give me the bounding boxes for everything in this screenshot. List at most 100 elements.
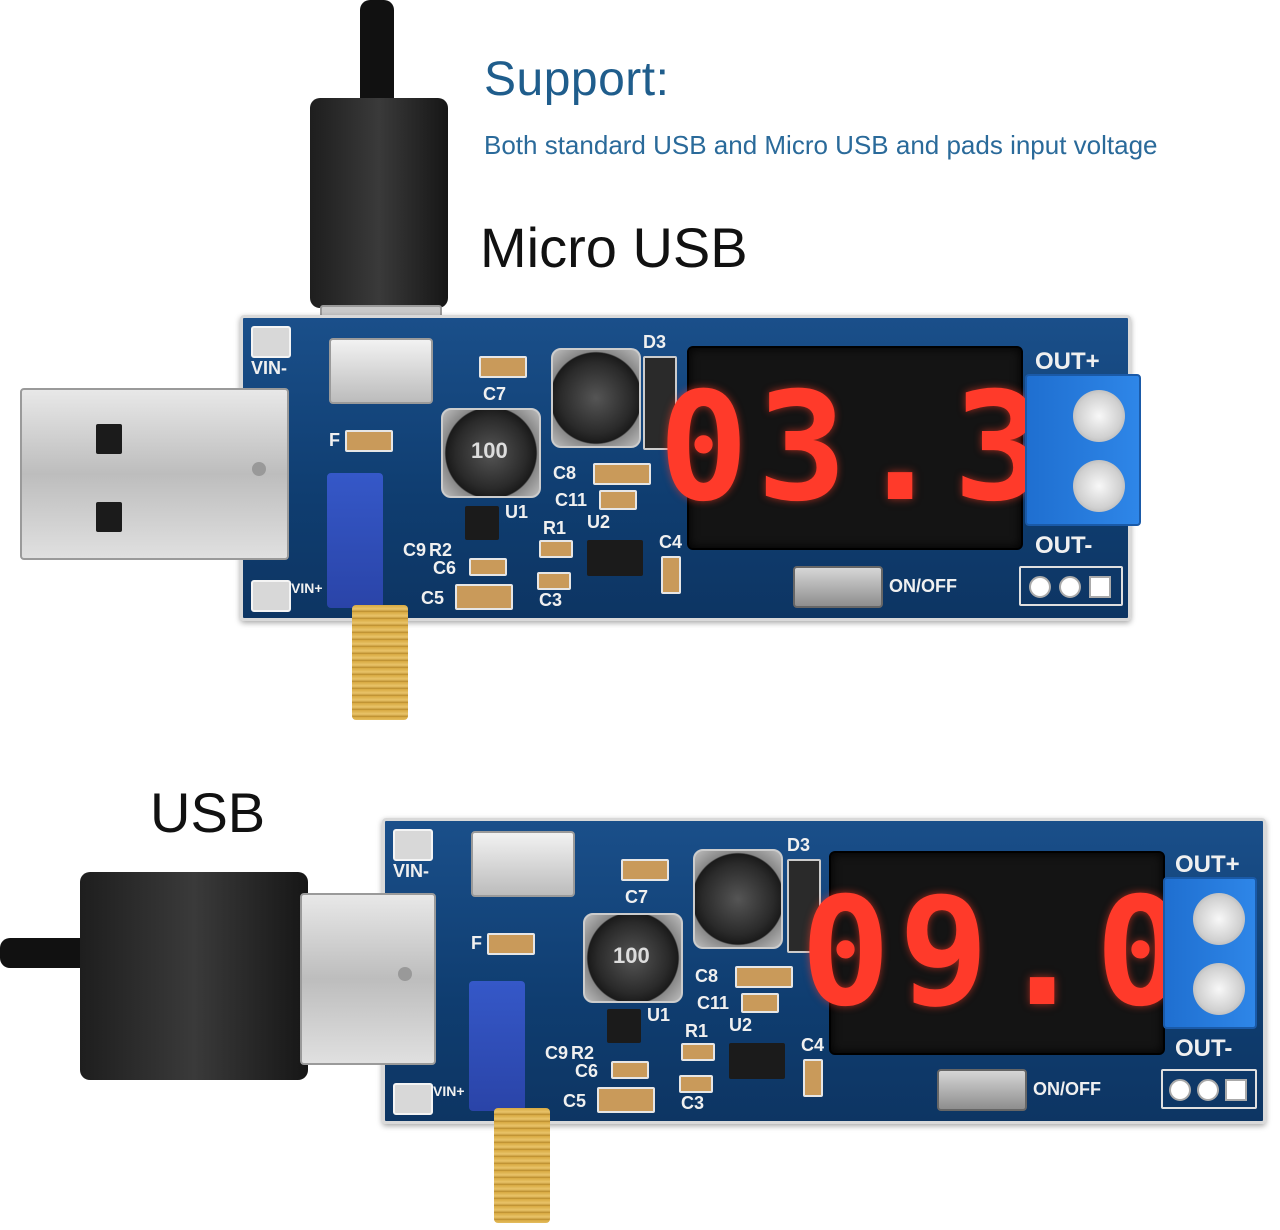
r1-label: R1: [685, 1021, 709, 1041]
capacitor-c11: [741, 993, 779, 1013]
micro-usb-label: Micro USB: [480, 216, 748, 279]
on-off-label: ON/OFF: [1033, 1079, 1101, 1099]
output-terminal-block: [1163, 877, 1257, 1029]
vin-plus-pad: [251, 580, 291, 612]
ic-u1: [607, 1009, 641, 1043]
u1-label: U1: [505, 502, 529, 522]
usb-a-plug-top[interactable]: [20, 388, 289, 560]
seven-segment-display: 03.3: [658, 346, 1044, 550]
usb-label: USB: [150, 781, 266, 844]
c7-label: C7: [483, 384, 507, 404]
u1-label: U1: [647, 1005, 671, 1025]
ic-u2: [729, 1043, 785, 1079]
capacitor-c6: [469, 558, 507, 576]
diode-d3: [643, 356, 677, 450]
pcb-board-bottom: VIN- VIN+ F 100 D3 C7 C8 C11 U1 U2 R1 C9…: [382, 818, 1266, 1124]
capacitor-c6: [611, 1061, 649, 1079]
trimpot-shaft-top: [352, 605, 408, 720]
pinhole-2: [1197, 1079, 1219, 1101]
vin-minus-label: VIN-: [393, 861, 429, 881]
inductor-1-mark: 100: [613, 943, 650, 968]
on-off-button[interactable]: [793, 566, 883, 608]
c7-label: C7: [625, 887, 649, 907]
micro-usb-plug: [310, 98, 448, 308]
micro-usb-port[interactable]: [329, 338, 433, 404]
inductor-1: [441, 408, 541, 498]
c3-label: C3: [539, 590, 563, 610]
c4-label: C4: [659, 532, 683, 552]
usb-plug-housing: [80, 872, 308, 1080]
output-pinholes: [1161, 1069, 1257, 1109]
vin-minus-label: VIN-: [251, 358, 287, 378]
c9-label: C9: [403, 540, 427, 560]
support-description: Both standard USB and Micro USB and pads…: [484, 130, 1158, 160]
display-value: 03.3: [658, 361, 1052, 535]
capacitor-c4: [661, 556, 681, 594]
vin-plus-label: VIN+: [291, 580, 323, 596]
r2-label: R2: [571, 1043, 595, 1063]
u2-label: U2: [587, 512, 611, 532]
capacitor-c4: [803, 1059, 823, 1097]
trimmer-potentiometer[interactable]: [327, 473, 383, 608]
c9-label: C9: [545, 1043, 569, 1063]
c5-label: C5: [421, 588, 445, 608]
r1-label: R1: [543, 518, 567, 538]
c6-label: C6: [575, 1061, 599, 1081]
seven-segment-display: 09.0: [800, 851, 1186, 1055]
pinhole-2: [1059, 576, 1081, 598]
usb-cable: [0, 938, 95, 968]
c11-label: C11: [555, 490, 588, 510]
c5-label: C5: [563, 1091, 587, 1111]
ic-u1: [465, 506, 499, 540]
fuse-component: [487, 933, 535, 955]
c3-label: C3: [681, 1093, 705, 1113]
pinhole-square: [1089, 576, 1111, 598]
terminal-screw-2[interactable]: [1193, 963, 1245, 1015]
vin-minus-pad: [251, 326, 291, 358]
usb-a-dot: [398, 967, 412, 981]
output-pinholes: [1019, 566, 1123, 606]
capacitor-c5: [455, 584, 513, 610]
capacitor-c3: [679, 1075, 713, 1093]
inductor-1: [583, 913, 683, 1003]
out-minus-label: OUT-: [1035, 532, 1093, 559]
fuse-label: F: [471, 933, 482, 953]
diode-d3: [787, 859, 821, 953]
c6-label: C6: [433, 558, 457, 578]
pinhole-square: [1225, 1079, 1247, 1101]
usb-a-hole-1: [96, 424, 122, 454]
terminal-screw-1[interactable]: [1073, 390, 1125, 442]
terminal-screw-2[interactable]: [1073, 460, 1125, 512]
usb-a-dot: [252, 462, 266, 476]
capacitor-c5: [597, 1087, 655, 1113]
capacitor-c3: [537, 572, 571, 590]
display-value: 09.0: [800, 866, 1194, 1040]
terminal-screw-1[interactable]: [1193, 893, 1245, 945]
trimpot-shaft-bottom: [494, 1108, 550, 1223]
capacitor-c8: [593, 463, 651, 485]
capacitor-c8: [735, 966, 793, 988]
out-plus-label: OUT+: [1035, 348, 1100, 375]
usb-a-hole-2: [96, 502, 122, 532]
d3-label: D3: [787, 835, 811, 855]
pinhole-1: [1029, 576, 1051, 598]
support-title: Support:: [484, 53, 670, 106]
c11-label: C11: [697, 993, 730, 1013]
vin-plus-label: VIN+: [433, 1083, 465, 1099]
usb-a-plug-bottom[interactable]: [300, 893, 436, 1065]
on-off-button[interactable]: [937, 1069, 1027, 1111]
fuse-label: F: [329, 430, 340, 450]
ic-u2: [587, 540, 643, 576]
fuse-component: [345, 430, 393, 452]
u2-label: U2: [729, 1015, 753, 1035]
micro-usb-port[interactable]: [471, 831, 575, 897]
r2-label: R2: [429, 540, 453, 560]
c4-label: C4: [801, 1035, 825, 1055]
inductor-2: [693, 849, 783, 949]
out-plus-label: OUT+: [1175, 851, 1240, 878]
micro-usb-cable: [360, 0, 394, 110]
trimmer-potentiometer[interactable]: [469, 981, 525, 1111]
capacitor-c7: [479, 356, 527, 378]
d3-label: D3: [643, 332, 667, 352]
resistor-r1: [681, 1043, 715, 1061]
